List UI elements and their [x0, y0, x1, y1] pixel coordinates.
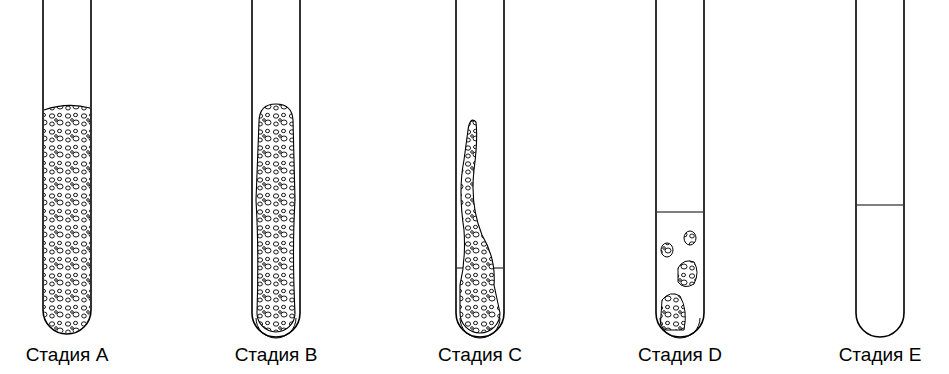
stage-label: Стадия A [26, 344, 109, 367]
tube-c [456, 0, 504, 338]
stage-label: Стадия D [638, 344, 722, 367]
tube-e [856, 0, 904, 337]
tube-a [43, 0, 91, 340]
stage-label: Стадия E [839, 344, 922, 367]
tube-b [252, 0, 300, 338]
tube-d [656, 0, 704, 338]
stage-label: Стадия C [438, 344, 522, 367]
stage-label: Стадия B [235, 344, 318, 367]
